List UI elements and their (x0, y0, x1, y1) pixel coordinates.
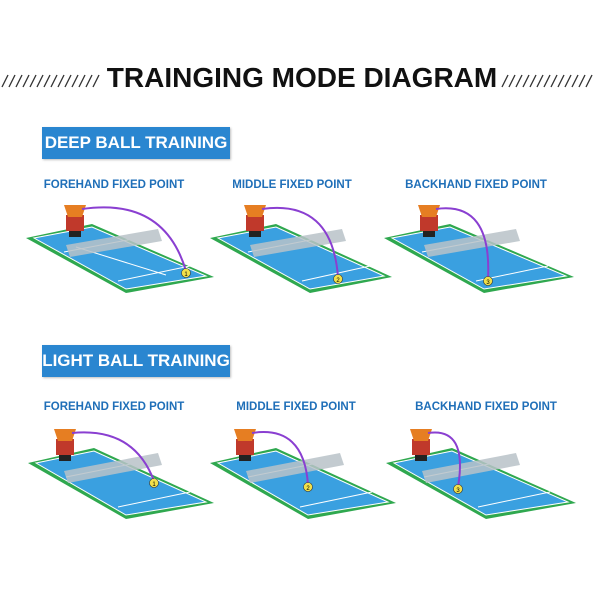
page-title: TRAINGING MODE DIAGRAM (106, 62, 498, 93)
ball-machine-icon (54, 429, 76, 461)
target-ball (453, 484, 463, 494)
net (64, 453, 162, 483)
panel-label: MIDDLE FIXED POINT (236, 401, 356, 413)
court-diagram: 1 (26, 205, 214, 293)
target-ball (333, 274, 343, 284)
target-ball (483, 276, 493, 286)
target-ball (181, 268, 191, 278)
panel-label: BACKHAND FIXED POINT (415, 401, 557, 413)
court-diagram: 2 (210, 429, 396, 519)
panel-label: MIDDLE FIXED POINT (232, 179, 352, 191)
target-number: 3 (456, 488, 460, 494)
court-diagram: 2 (210, 205, 392, 293)
court-diagram: 3 (384, 205, 574, 293)
ball-trajectory (71, 431, 155, 482)
ball-trajectory (251, 431, 309, 486)
ball-machine-icon (418, 205, 440, 237)
ball-trajectory (261, 206, 339, 278)
target-number: 1 (152, 482, 156, 488)
ball-machine-icon (244, 205, 266, 237)
ball-machine-icon (234, 429, 256, 461)
target-number: 2 (336, 278, 340, 284)
court-diagram: 1 (28, 429, 214, 519)
target-number: 1 (184, 272, 188, 278)
panel-light-middle: MIDDLE FIXED POINT 2 (196, 401, 396, 521)
panel-light-backhand: BACKHAND FIXED POINT 3 (386, 401, 586, 521)
panel-label: FOREHAND FIXED POINT (43, 401, 185, 413)
panel-deep-backhand: BACKHAND FIXED POINT 3 (376, 179, 576, 299)
target-number: 2 (306, 486, 310, 492)
ball-trajectory (435, 207, 490, 280)
net (424, 229, 520, 257)
target-number: 3 (486, 280, 490, 286)
title-row: TRAINGING MODE DIAGRAM (0, 60, 600, 104)
net (246, 453, 344, 483)
panel-label: BACKHAND FIXED POINT (405, 179, 547, 191)
panel-light-forehand: FOREHAND FIXED POINT 1 (14, 401, 214, 521)
net (66, 229, 162, 257)
panel-label: FOREHAND FIXED POINT (43, 179, 185, 191)
ball-trajectory (427, 431, 461, 488)
decorative-hatch-right (501, 74, 593, 88)
target-ball (149, 478, 159, 488)
net (422, 453, 520, 483)
court-diagram: 3 (386, 429, 576, 519)
panel-deep-middle: MIDDLE FIXED POINT 2 (192, 179, 392, 299)
section-badge-light-ball: LIGHT BALL TRAINING (42, 345, 230, 377)
ball-machine-icon (410, 429, 432, 461)
panel-deep-forehand: FOREHAND FIXED POINT 1 (14, 179, 214, 299)
section-badge-deep-ball: DEEP BALL TRAINING (42, 127, 230, 159)
ball-machine-icon (64, 205, 86, 237)
decorative-hatch-left (1, 74, 100, 88)
target-ball (303, 482, 313, 492)
ball-trajectory (81, 206, 187, 272)
net (250, 229, 346, 257)
